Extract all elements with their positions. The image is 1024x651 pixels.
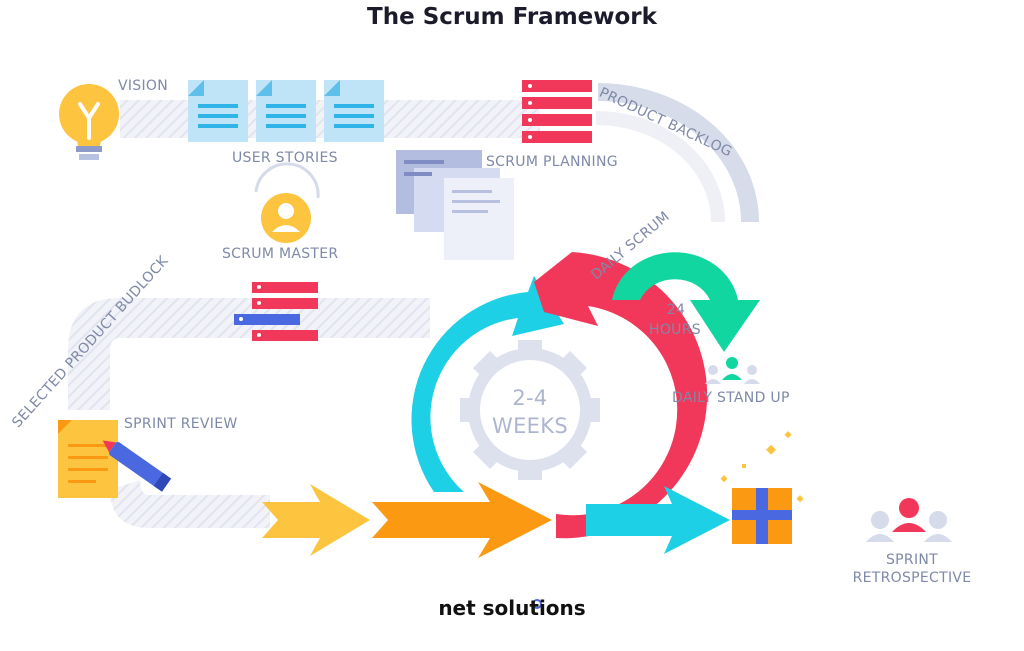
product-backlog-stack-icon [522, 80, 592, 143]
cyan-cycle-arrow [411, 276, 564, 492]
sprint-label: SPRINT [885, 552, 938, 568]
scrum-planning-label: SCRUM PLANNING [486, 154, 618, 170]
gift-box-icon [720, 431, 804, 544]
scrum-planning-docs-icon [396, 150, 514, 260]
scrum-master-avatar-icon [254, 162, 320, 243]
brand-accent-dot [532, 599, 542, 609]
user-story-card-icon [256, 80, 316, 142]
daily-scrum-arrow [612, 252, 760, 352]
user-story-card-icon [324, 80, 384, 142]
brand-logo: net solutions [438, 596, 586, 620]
diagram-title: The Scrum Framework [367, 4, 657, 30]
scrum-master-label: SCRUM MASTER [222, 246, 339, 262]
sprint-review-doc-icon [58, 420, 118, 498]
yellow-flow-arrow [262, 484, 370, 556]
retrospective-people-icon [866, 498, 952, 542]
product-backlog-arc [597, 83, 759, 223]
gear-icon [460, 340, 600, 480]
hours-value: 24 [666, 302, 686, 318]
red-cycle-arrow [534, 252, 708, 539]
weeks-range: 2-4 [512, 386, 548, 410]
marker-pen-icon [102, 440, 172, 492]
user-stories-label: USER STORIES [232, 150, 338, 166]
daily-stand-up-label: DAILY STAND UP [672, 390, 790, 406]
vision-label: VISION [118, 78, 169, 94]
retrospective-label: RETROSPECTIVE [852, 570, 972, 586]
selected-backlog-stack-icon [234, 282, 318, 341]
flow-arrows [262, 482, 730, 558]
user-story-cards [188, 80, 384, 142]
weeks-unit: WEEKS [492, 414, 568, 438]
sprint-cycle [411, 252, 708, 539]
hours-unit: HOURS [649, 322, 701, 338]
daily-standup-people-icon [705, 357, 760, 384]
sprint-review-label: SPRINT REVIEW [124, 416, 238, 432]
orange-flow-arrow [372, 482, 552, 558]
cyan-flow-arrow [586, 486, 730, 554]
user-story-card-icon [188, 80, 248, 142]
lightbulb-icon [59, 84, 119, 160]
